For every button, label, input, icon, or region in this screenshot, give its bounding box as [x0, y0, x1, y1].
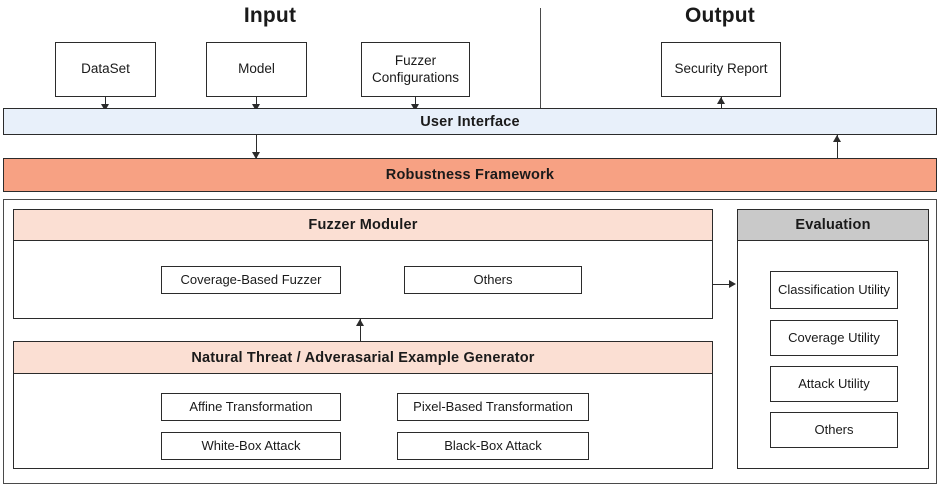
connector-framework-to-ui [837, 135, 838, 158]
arrowhead-fuzzer-to-evaluation [729, 280, 736, 288]
fuzzer-moduler-header: Fuzzer Moduler [14, 210, 712, 241]
arrowhead-ui-to-framework [252, 152, 260, 159]
input-box-dataset[interactable]: DataSet [55, 42, 156, 97]
connector-ui-to-framework [256, 135, 257, 158]
arrowhead-framework-to-ui [833, 135, 841, 142]
arrowhead-model-to-ui [252, 104, 260, 111]
fuzzer-item-others[interactable]: Others [404, 266, 582, 294]
arrowhead-fuzzer-config-to-ui [411, 104, 419, 111]
robustness-framework-bar[interactable]: Robustness Framework [3, 158, 937, 192]
generator-item-pixel-based-transformation[interactable]: Pixel-Based Transformation [397, 393, 589, 421]
evaluation-item-attack-utility[interactable]: Attack Utility [770, 366, 898, 402]
connector-dataset-to-ui [105, 97, 106, 108]
user-interface-bar[interactable]: User Interface [3, 108, 937, 135]
generator-item-white-box-attack[interactable]: White-Box Attack [161, 432, 341, 460]
generator-header: Natural Threat / Adverasarial Example Ge… [14, 342, 712, 374]
arrowhead-dataset-to-ui [101, 104, 109, 111]
connector-fuzzer-config-to-ui [415, 97, 416, 108]
evaluation-item-classification-utility[interactable]: Classification Utility [770, 271, 898, 309]
output-box-security-report[interactable]: Security Report [661, 42, 781, 97]
fuzzer-moduler-panel: Fuzzer Moduler Coverage-Based Fuzzer Oth… [13, 209, 713, 319]
arrowhead-ui-to-security-report [717, 97, 725, 104]
input-section-title: Input [243, 4, 297, 27]
input-output-divider [540, 8, 541, 110]
evaluation-item-others[interactable]: Others [770, 412, 898, 448]
input-box-fuzzer-configurations[interactable]: Fuzzer Configurations [361, 42, 470, 97]
evaluation-header: Evaluation [738, 210, 928, 241]
evaluation-panel: Evaluation Classification Utility Covera… [737, 209, 929, 469]
generator-item-black-box-attack[interactable]: Black-Box Attack [397, 432, 589, 460]
generator-panel: Natural Threat / Adverasarial Example Ge… [13, 341, 713, 469]
fuzzer-item-coverage-based-fuzzer[interactable]: Coverage-Based Fuzzer [161, 266, 341, 294]
generator-item-affine-transformation[interactable]: Affine Transformation [161, 393, 341, 421]
output-section-title: Output [684, 4, 755, 27]
arrowhead-generator-to-fuzzer [356, 319, 364, 326]
connector-fuzzer-to-evaluation [713, 284, 731, 285]
connector-model-to-ui [256, 97, 257, 108]
input-box-model[interactable]: Model [206, 42, 307, 97]
connector-generator-to-fuzzer [360, 319, 361, 341]
evaluation-item-coverage-utility[interactable]: Coverage Utility [770, 320, 898, 356]
